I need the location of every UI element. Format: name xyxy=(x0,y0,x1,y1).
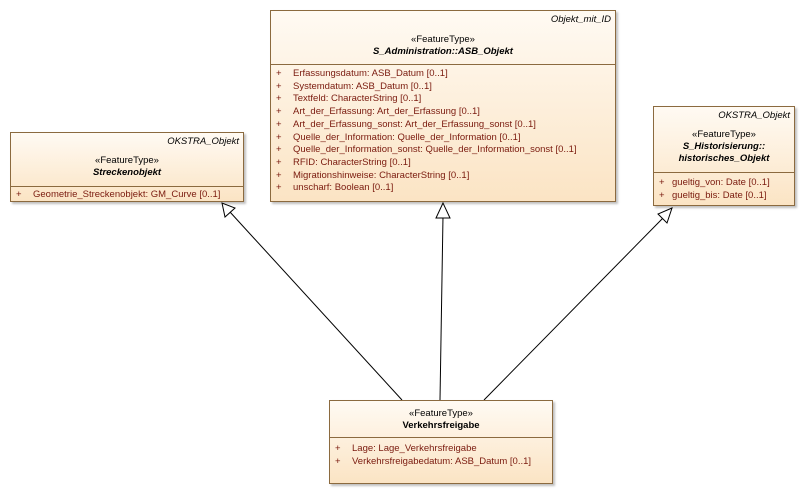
attribute-text: unscharf: Boolean [0..1] xyxy=(293,182,394,194)
visibility-marker: + xyxy=(276,68,282,79)
class-header: Objekt_mit_ID «FeatureType» S_Administra… xyxy=(271,11,615,65)
visibility-marker: + xyxy=(335,443,341,454)
attribute-text: RFID: CharacterString [0..1] xyxy=(293,156,411,168)
attribute-list: + Erfassungsdatum: ASB_Datum [0..1] + Syst… xyxy=(271,65,615,195)
attribute-text: Art_der_Erfassung: Art_der_Erfassung [0.… xyxy=(293,106,480,118)
class-name: Verkehrsfreigabe xyxy=(402,420,480,431)
class-asb-objekt[interactable]: Objekt_mit_ID «FeatureType» S_Administra… xyxy=(270,10,616,202)
stereotype-label: «FeatureType» xyxy=(95,155,159,166)
attribute-row[interactable]: + Lage: Lage_Verkehrsfreigabe xyxy=(330,443,552,456)
attribute-text: Erfassungsdatum: ASB_Datum [0..1] xyxy=(293,68,448,79)
attribute-row[interactable]: + RFID: CharacterString [0..1] xyxy=(271,157,615,170)
generalization-arrowhead-asb-objekt xyxy=(435,201,451,219)
attribute-row[interactable]: + Art_der_Erfassung: Art_der_Erfassung [0… xyxy=(271,106,615,119)
visibility-marker: + xyxy=(276,144,282,156)
generalization-arrowhead-streckenobjekt xyxy=(221,202,236,218)
attribute-row[interactable]: + gueltig_von: Date [0..1] xyxy=(654,177,794,190)
attribute-list: + Geometrie_Streckenobjekt: GM_Curve [0..… xyxy=(11,187,243,202)
attribute-text: Verkehrsfreigabedatum: ASB_Datum [0..1] xyxy=(352,455,532,467)
visibility-marker: + xyxy=(335,455,341,467)
attribute-text: Quelle_der_Information_sonst: Quelle_der… xyxy=(293,144,577,156)
parent-package-label: OKSTRA_Objekt xyxy=(167,136,239,147)
attribute-row[interactable]: + Geometrie_Streckenobjekt: GM_Curve [0..… xyxy=(11,189,243,202)
attribute-row[interactable]: + Systemdatum: ASB_Datum [0..1] xyxy=(271,81,615,94)
attribute-row[interactable]: + Erfassungsdatum: ASB_Datum [0..1] xyxy=(271,68,615,81)
attribute-text: gueltig_bis: Date [0..1] xyxy=(672,189,767,201)
generalization-line-streckenobjekt[interactable] xyxy=(229,211,403,401)
attribute-list: + Lage: Lage_Verkehrsfreigabe + Verkehrsfr… xyxy=(330,438,552,468)
stereotype-label: «FeatureType» xyxy=(411,34,475,45)
visibility-marker: + xyxy=(276,106,282,118)
attribute-row[interactable]: + Textfeld: CharacterString [0..1] xyxy=(271,93,615,106)
attribute-text: gueltig_von: Date [0..1] xyxy=(672,177,770,188)
generalization-arrowhead-historisches-objekt xyxy=(657,207,673,224)
visibility-marker: + xyxy=(276,131,282,143)
visibility-marker: + xyxy=(659,177,665,188)
attribute-row[interactable]: + Migrationshinweise: CharacterString [0.… xyxy=(271,170,615,183)
visibility-marker: + xyxy=(276,182,282,194)
class-name: S_Administration::ASB_Objekt xyxy=(373,46,513,57)
attribute-row[interactable]: + gueltig_bis: Date [0..1] xyxy=(654,190,794,203)
class-header: OKSTRA_Objekt «FeatureType» S_Historisie… xyxy=(654,107,794,173)
class-historisches-objekt[interactable]: OKSTRA_Objekt «FeatureType» S_Historisie… xyxy=(653,106,795,206)
class-streckenobjekt[interactable]: OKSTRA_Objekt «FeatureType» Streckenobje… xyxy=(10,132,244,202)
class-name: Streckenobjekt xyxy=(92,167,162,178)
generalization-line-asb-objekt[interactable] xyxy=(439,215,444,401)
visibility-marker: + xyxy=(276,118,282,130)
class-verkehrsfreigabe[interactable]: «FeatureType» Verkehrsfreigabe + Lage: La… xyxy=(329,400,553,484)
class-header: «FeatureType» Verkehrsfreigabe xyxy=(330,401,552,438)
attribute-row[interactable]: + Quelle_der_Information: Quelle_der_Info… xyxy=(271,132,615,145)
visibility-marker: + xyxy=(276,169,282,181)
visibility-marker: + xyxy=(16,189,22,200)
attribute-row[interactable]: + Quelle_der_Information_sonst: Quelle_de… xyxy=(271,144,615,157)
attribute-text: Textfeld: CharacterString [0..1] xyxy=(293,93,422,105)
attribute-row[interactable]: + Verkehrsfreigabedatum: ASB_Datum [0..1] xyxy=(330,456,552,469)
parent-package-label: Objekt_mit_ID xyxy=(550,14,611,25)
attribute-list: + gueltig_von: Date [0..1] + gueltig_bis: … xyxy=(654,173,794,202)
stereotype-label: «FeatureType» xyxy=(692,129,756,140)
class-name-line2: historisches_Objekt xyxy=(678,153,770,164)
visibility-marker: + xyxy=(659,189,665,201)
stereotype-label: «FeatureType» xyxy=(409,408,473,419)
class-header: OKSTRA_Objekt «FeatureType» Streckenobje… xyxy=(11,133,243,187)
attribute-text: Art_der_Erfassung_sonst: Art_der_Erfassu… xyxy=(293,118,536,130)
visibility-marker: + xyxy=(276,156,282,168)
parent-package-label: OKSTRA_Objekt xyxy=(718,110,790,121)
attribute-row[interactable]: + Art_der_Erfassung_sonst: Art_der_Erfass… xyxy=(271,119,615,132)
attribute-text: Lage: Lage_Verkehrsfreigabe xyxy=(352,443,477,454)
generalization-line-historisches-objekt[interactable] xyxy=(483,217,664,401)
visibility-marker: + xyxy=(276,80,282,92)
attribute-text: Migrationshinweise: CharacterString [0..… xyxy=(293,169,470,181)
attribute-text: Systemdatum: ASB_Datum [0..1] xyxy=(293,80,432,92)
attribute-text: Geometrie_Streckenobjekt: GM_Curve [0..1… xyxy=(33,189,221,200)
class-name-line1: S_Historisierung:: xyxy=(682,141,766,152)
visibility-marker: + xyxy=(276,93,282,105)
attribute-row[interactable]: + unscharf: Boolean [0..1] xyxy=(271,182,615,195)
attribute-text: Quelle_der_Information: Quelle_der_Infor… xyxy=(293,131,521,143)
